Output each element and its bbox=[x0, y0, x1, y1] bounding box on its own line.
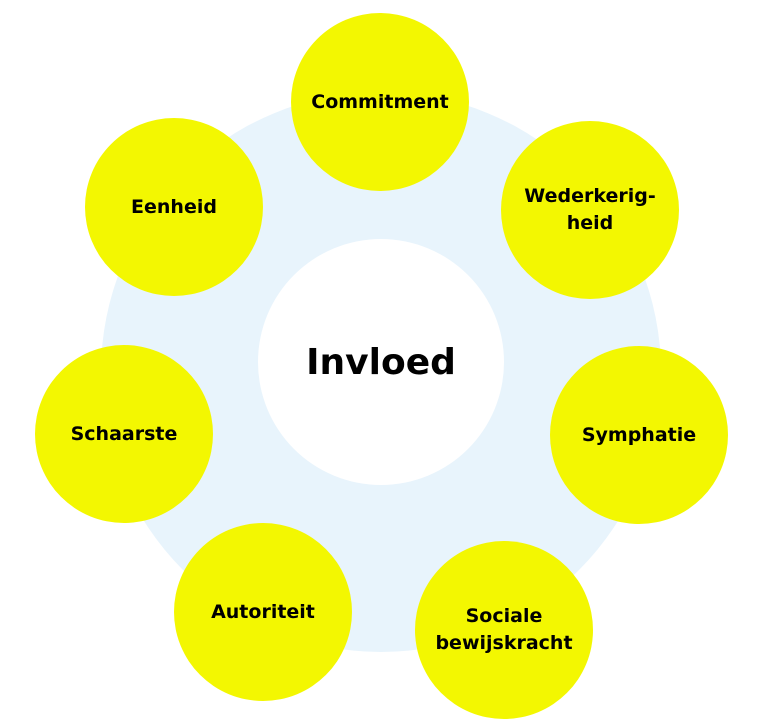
node-label-eenheid: Eenheid bbox=[131, 195, 217, 218]
center-circle: Invloed bbox=[258, 239, 504, 485]
node-commitment: Commitment bbox=[291, 13, 469, 191]
node-wederkerigheid: Wederkerig- heid bbox=[501, 121, 679, 299]
node-sociale-bewijskracht: Sociale bewijskracht bbox=[415, 541, 593, 719]
node-label-sociale-bewijskracht: Sociale bewijskracht bbox=[435, 605, 573, 654]
node-label-commitment: Commitment bbox=[311, 90, 449, 113]
node-symphatie: Symphatie bbox=[550, 346, 728, 524]
node-schaarste: Schaarste bbox=[35, 345, 213, 523]
node-label-wederkerigheid: Wederkerig- heid bbox=[524, 185, 656, 234]
node-label-autoriteit: Autoriteit bbox=[211, 600, 315, 623]
center-label: Invloed bbox=[306, 341, 456, 383]
node-eenheid: Eenheid bbox=[85, 118, 263, 296]
node-autoriteit: Autoriteit bbox=[174, 523, 352, 701]
node-label-schaarste: Schaarste bbox=[70, 422, 178, 445]
node-label-symphatie: Symphatie bbox=[581, 423, 697, 446]
